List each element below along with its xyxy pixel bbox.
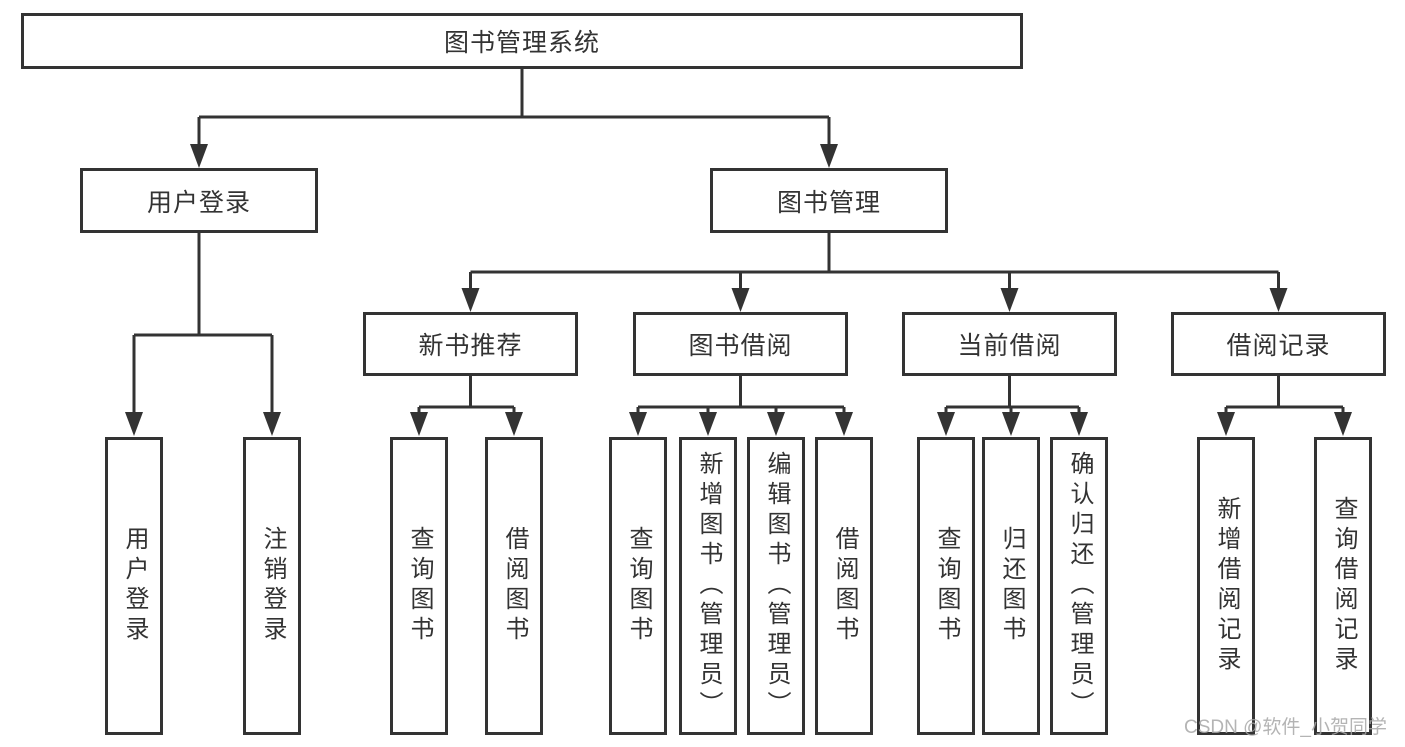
node-book-management-branch: 图书管理 [710,168,948,233]
node-new-book-recommendation: 新书推荐 [363,312,578,376]
leaf-confirm-return-admin: 确认归还（管理员） [1050,437,1108,735]
node-book-borrowing: 图书借阅 [633,312,848,376]
leaf-user-login: 用户登录 [105,437,163,735]
leaf-borrow-books-borrowing: 借阅图书 [815,437,873,735]
node-user-login-branch: 用户登录 [80,168,318,233]
node-borrowing-records: 借阅记录 [1171,312,1386,376]
leaf-query-books-current: 查询图书 [917,437,975,735]
leaf-borrow-books-recommend: 借阅图书 [485,437,543,735]
leaf-query-books-recommend: 查询图书 [390,437,448,735]
node-current-borrowing: 当前借阅 [902,312,1117,376]
node-library-management-system: 图书管理系统 [21,13,1023,69]
leaf-add-borrow-record: 新增借阅记录 [1197,437,1255,735]
leaf-edit-book-admin: 编辑图书（管理员） [747,437,805,735]
leaf-return-book: 归还图书 [982,437,1040,735]
leaf-query-books-borrowing: 查询图书 [609,437,667,735]
leaf-add-book-admin: 新增图书（管理员） [679,437,737,735]
leaf-logout: 注销登录 [243,437,301,735]
csdn-watermark: CSDN @软件_小贺同学 [1184,717,1387,738]
leaf-query-borrow-record: 查询借阅记录 [1314,437,1372,735]
